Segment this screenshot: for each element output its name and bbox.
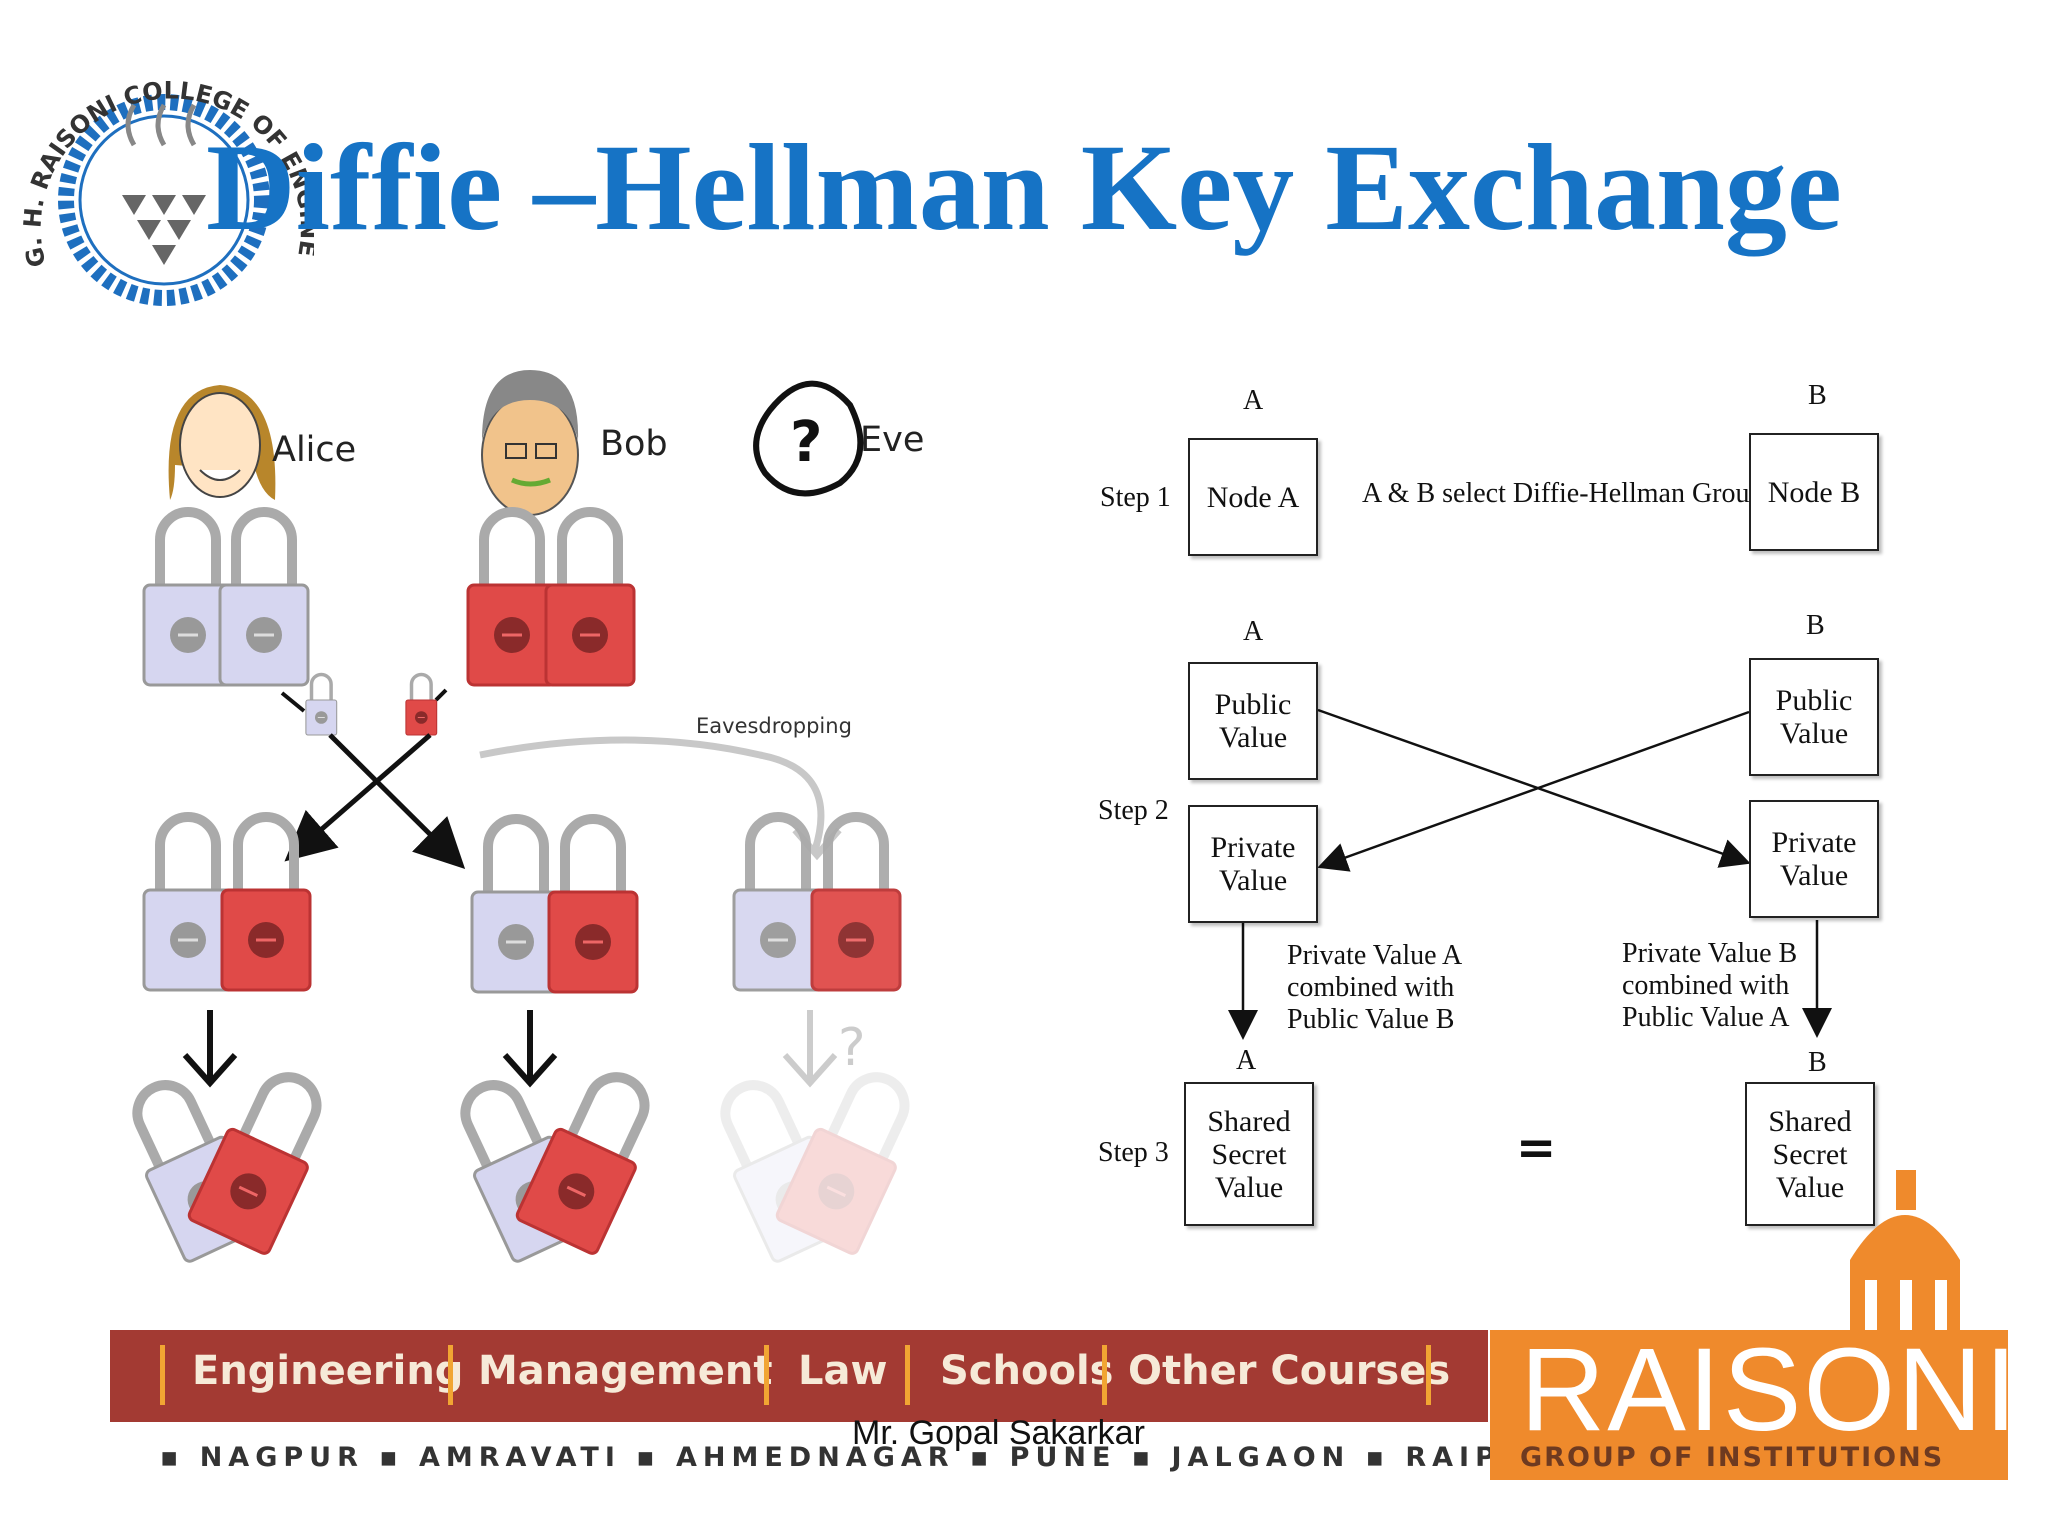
equals-sign: = xyxy=(1516,1120,1557,1176)
footer-separator xyxy=(764,1345,769,1405)
footer-separator xyxy=(1426,1345,1431,1405)
label-a-step2: A xyxy=(1243,616,1264,647)
footer-item-engineering: Engineering xyxy=(192,1348,464,1394)
bob-avatar xyxy=(481,370,579,516)
group-selection-text: A & B select Diffie-Hellman Group xyxy=(1362,478,1764,509)
footer-separator xyxy=(448,1345,453,1405)
private-value-a-box: Private Value xyxy=(1188,805,1318,923)
footer-item-schools: Schools xyxy=(940,1348,1114,1394)
label-a-step1: A xyxy=(1243,385,1264,416)
note-b: Private Value B combined with Public Val… xyxy=(1622,938,1798,1033)
flow-connectors xyxy=(1228,708,1832,1040)
footer-item-other-courses: Other Courses xyxy=(1128,1348,1451,1394)
footer-item-management: Management xyxy=(478,1348,773,1394)
footer-item-law: Law xyxy=(798,1348,888,1394)
label-b-step3: B xyxy=(1808,1047,1827,1078)
label-b-step2: B xyxy=(1806,610,1825,641)
footer-separator xyxy=(905,1345,910,1405)
footer-separator xyxy=(160,1345,165,1405)
step1-label: Step 1 xyxy=(1100,482,1171,513)
dome-icon xyxy=(1850,1170,1960,1330)
shared-secret-a-box: Shared Secret Value xyxy=(1184,1082,1314,1226)
note-a: Private Value A combined with Public Val… xyxy=(1287,940,1463,1035)
raisoni-brand-box xyxy=(1490,1330,2008,1480)
shared-secret-b-box: Shared Secret Value xyxy=(1745,1082,1875,1226)
alice-label: Alice xyxy=(272,430,357,470)
eve-avatar xyxy=(753,380,864,497)
step3-label: Step 3 xyxy=(1098,1137,1169,1168)
public-value-a-box: Public Value xyxy=(1188,662,1318,780)
campus-cities: ▪ NAGPUR ▪ AMRAVATI ▪ AHMEDNAGAR ▪ PUNE … xyxy=(160,1442,1596,1473)
padlock-illustration xyxy=(0,370,2048,1300)
node-b-box: Node B xyxy=(1749,433,1879,551)
label-b-step1: B xyxy=(1808,380,1827,411)
footer-separator xyxy=(1102,1345,1107,1405)
eve-label: Eve xyxy=(860,420,925,460)
eve-question-mark: ? xyxy=(838,1018,866,1078)
eavesdropping-label: Eavesdropping xyxy=(696,714,852,738)
footer-banner xyxy=(110,1330,1488,1422)
raisoni-tagline: GROUP OF INSTITUTIONS xyxy=(1520,1442,1945,1473)
eve-face-mark: ? xyxy=(790,410,823,475)
step2-label: Step 2 xyxy=(1098,795,1169,826)
private-value-b-box: Private Value xyxy=(1749,800,1879,918)
alice-avatar xyxy=(168,385,276,500)
bob-label: Bob xyxy=(600,424,668,464)
presenter-name: Mr. Gopal Sakarkar xyxy=(852,1414,1145,1452)
slide-title: Diffie –Hellman Key Exchange xyxy=(206,119,1842,256)
college-logo: G. H. RAISONI COLLEGE OF ENGINEERING xyxy=(14,50,314,306)
label-a-step3: A xyxy=(1236,1045,1257,1076)
public-value-b-box: Public Value xyxy=(1749,658,1879,776)
raisoni-logo-text: RAISONI xyxy=(1520,1324,2020,1456)
node-a-box: Node A xyxy=(1188,438,1318,556)
